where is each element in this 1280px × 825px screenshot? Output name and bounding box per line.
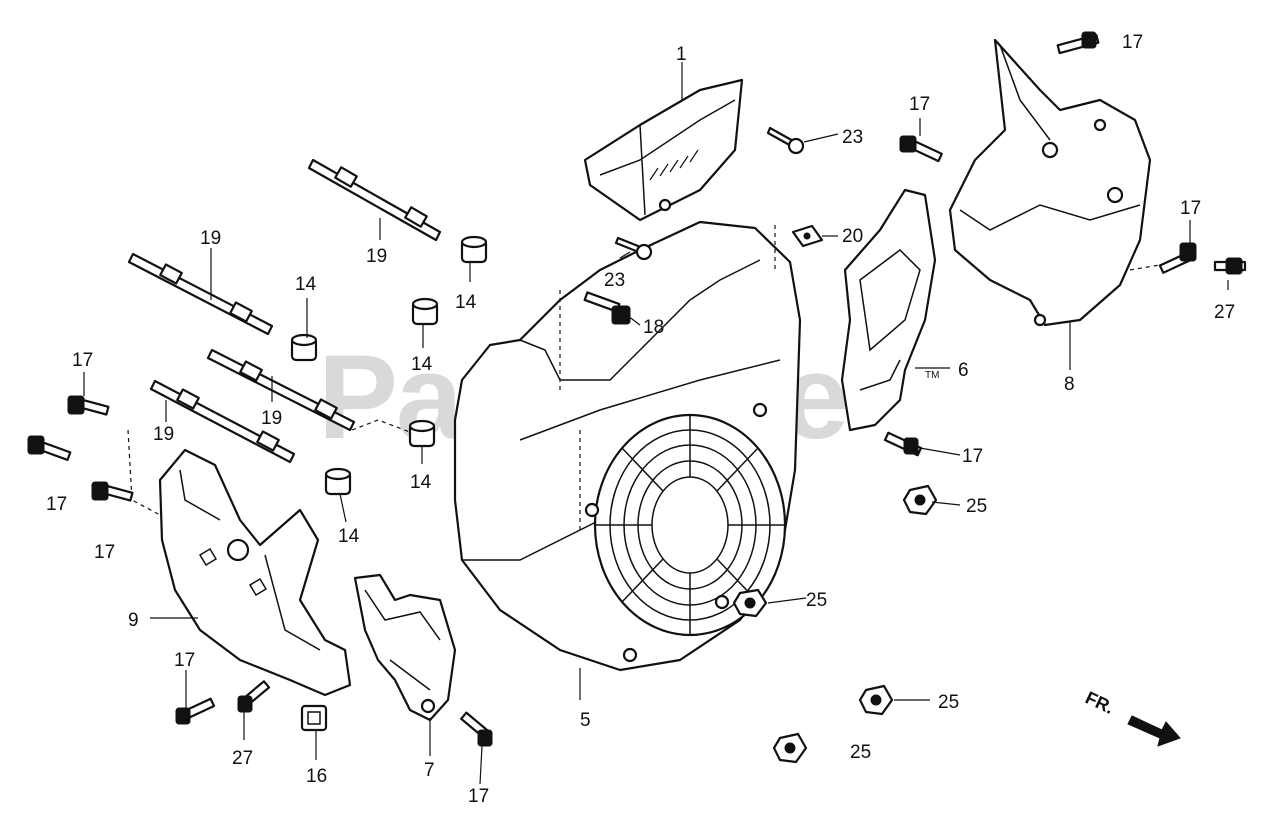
callout-17-e: 17 [72, 350, 93, 371]
bolt-17-left-b[interactable] [27, 435, 72, 462]
callout-19-a: 19 [366, 246, 387, 267]
callout-14-c: 14 [411, 354, 433, 375]
stud-19-middle[interactable] [206, 348, 356, 432]
collar-14-e[interactable] [324, 467, 352, 496]
callout-19-d: 19 [153, 424, 174, 445]
bolt-17-bottom-left[interactable] [175, 697, 216, 725]
callout-17-g: 17 [94, 542, 115, 563]
callout-25-d: 25 [850, 742, 871, 763]
nut-25-c[interactable] [858, 684, 894, 716]
callout-17-c: 17 [1180, 198, 1201, 219]
stud-19-top[interactable] [307, 158, 442, 242]
collar-14-d[interactable] [408, 419, 436, 448]
screw-23-mid[interactable] [614, 236, 653, 261]
callout-14-e: 14 [338, 526, 360, 547]
callout-labels: 1 5 6 7 8 9 14 14 14 14 14 16 17 17 17 1… [46, 32, 1235, 807]
part-9-left-lower-cover[interactable] [158, 448, 352, 697]
collar-14-a[interactable] [290, 333, 318, 362]
callout-25-c: 25 [938, 692, 959, 713]
nut-25-b[interactable] [732, 588, 768, 618]
leader-lines [83, 62, 1229, 785]
part-5-fan-shroud[interactable] [453, 220, 802, 672]
callout-5: 5 [580, 710, 591, 731]
part-8-right-cover[interactable] [948, 38, 1152, 327]
part-7-small-bracket[interactable] [353, 573, 457, 722]
stud-19-upper-left[interactable] [127, 252, 274, 336]
callout-27-b: 27 [232, 748, 253, 769]
callout-16: 16 [306, 766, 327, 787]
bolt-17-bottom-mid[interactable] [460, 711, 493, 747]
callout-6: 6 [958, 360, 969, 381]
callout-14-d: 14 [410, 472, 432, 493]
collar-14-c[interactable] [411, 297, 439, 326]
bolt-18[interactable] [583, 291, 631, 325]
callout-23-b: 23 [604, 270, 625, 291]
direction-label: FR. [1082, 687, 1117, 717]
nut-25-a[interactable] [902, 484, 938, 516]
nut-25-d[interactable] [772, 732, 808, 764]
callout-17-a: 17 [1122, 32, 1143, 53]
direction-arrow-icon [1127, 715, 1181, 747]
callout-17-d: 17 [962, 446, 983, 467]
callout-17-f: 17 [46, 494, 67, 515]
watermark-trademark: TM [925, 370, 939, 381]
callout-14-b: 14 [455, 292, 477, 313]
callout-19-c: 19 [261, 408, 282, 429]
callout-7: 7 [424, 760, 435, 781]
callout-25-a: 25 [966, 496, 987, 517]
callout-20: 20 [842, 226, 863, 247]
callout-17-h: 17 [174, 650, 195, 671]
bolt-17-left-c[interactable] [91, 481, 134, 502]
callout-18: 18 [643, 317, 664, 338]
front-direction-indicator: FR. [1082, 687, 1181, 747]
bolt-27-right[interactable] [1213, 257, 1247, 275]
callout-19-b: 19 [200, 228, 221, 249]
callout-23-a: 23 [842, 127, 863, 148]
bolt-27-bottom[interactable] [237, 680, 271, 713]
bolt-17-upper-mid[interactable] [899, 135, 943, 163]
callout-14-a: 14 [295, 274, 317, 295]
callout-17-b: 17 [909, 94, 930, 115]
callout-27-a: 27 [1214, 302, 1235, 323]
bolt-17-top-right[interactable] [1056, 31, 1100, 55]
collar-14-b[interactable] [460, 235, 488, 264]
callout-8: 8 [1064, 374, 1075, 395]
screw-23-top[interactable] [766, 126, 805, 155]
callout-17-i: 17 [468, 786, 489, 807]
part-6-side-baffle[interactable] [840, 188, 937, 432]
part-1-top-cover[interactable] [583, 78, 744, 222]
nut-16[interactable] [300, 704, 328, 732]
callout-1: 1 [676, 44, 687, 65]
stud-19-lower[interactable] [149, 379, 296, 464]
callout-9: 9 [128, 610, 139, 631]
clip-20[interactable] [791, 224, 824, 248]
callout-25-b: 25 [806, 590, 827, 611]
bolt-17-mid-right[interactable] [883, 431, 923, 457]
bolt-17-left-a[interactable] [67, 395, 110, 416]
bolt-17-right[interactable] [1158, 242, 1197, 274]
